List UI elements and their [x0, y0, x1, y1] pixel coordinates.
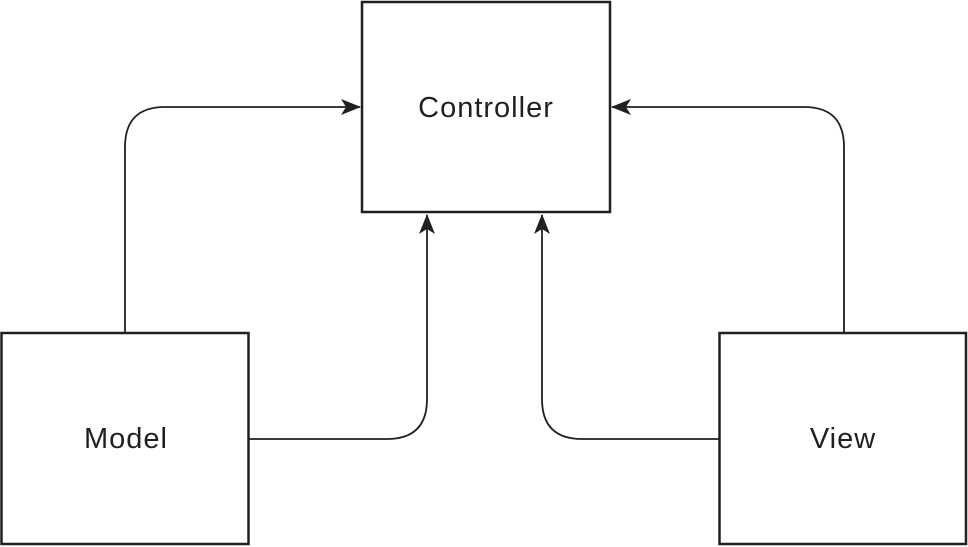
model-label: Model	[84, 423, 168, 455]
connector-view-top-to-controller-right	[611, 99, 845, 333]
view-label: View	[810, 423, 876, 455]
connector-model-right-to-controller-bottom	[249, 214, 435, 440]
controller-label: Controller	[418, 92, 554, 124]
connector-view-left-to-controller-bottom	[534, 214, 720, 440]
model-node-box	[0, 331, 250, 546]
connector-model-top-to-controller-left	[124, 99, 361, 333]
controller-node-box	[360, 0, 612, 214]
view-node-box	[718, 331, 968, 546]
